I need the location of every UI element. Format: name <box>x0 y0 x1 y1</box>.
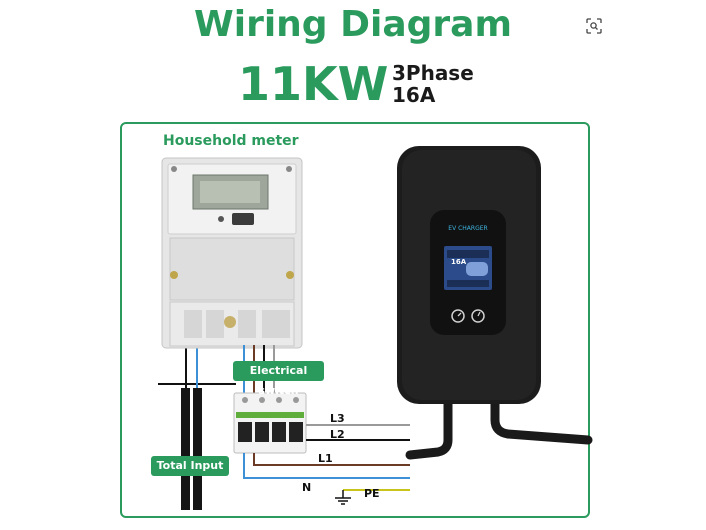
ev-charger: EV CHARGER 16A <box>397 146 541 404</box>
charger-brand: EV CHARGER <box>448 225 487 232</box>
input-cables <box>158 345 236 510</box>
ground-icon <box>335 490 351 505</box>
household-meter-label: Household meter <box>163 133 299 149</box>
wire-label-l1: L1 <box>318 452 333 465</box>
total-input-label: Total Input <box>151 456 229 476</box>
household-meter <box>161 157 303 349</box>
phase-info: 3Phase 16A <box>392 62 474 106</box>
power-rating: 11KW <box>238 57 389 111</box>
charger-screen-current: 16A <box>451 258 467 266</box>
phase-label: 3Phase <box>392 61 474 85</box>
electrical-switch-label: Electrical switch <box>233 361 324 397</box>
diagram-frame <box>120 122 590 518</box>
wire-label-l2: L2 <box>330 428 345 441</box>
electrical-switch <box>233 392 307 454</box>
wire-label-n: N <box>302 481 312 494</box>
wire-label-pe: PE <box>364 487 380 500</box>
current-label: 16A <box>392 83 436 107</box>
wire-label-l3: L3 <box>330 412 345 425</box>
diagram-title: Wiring Diagram <box>194 4 512 45</box>
zoom-icon[interactable] <box>585 17 603 35</box>
